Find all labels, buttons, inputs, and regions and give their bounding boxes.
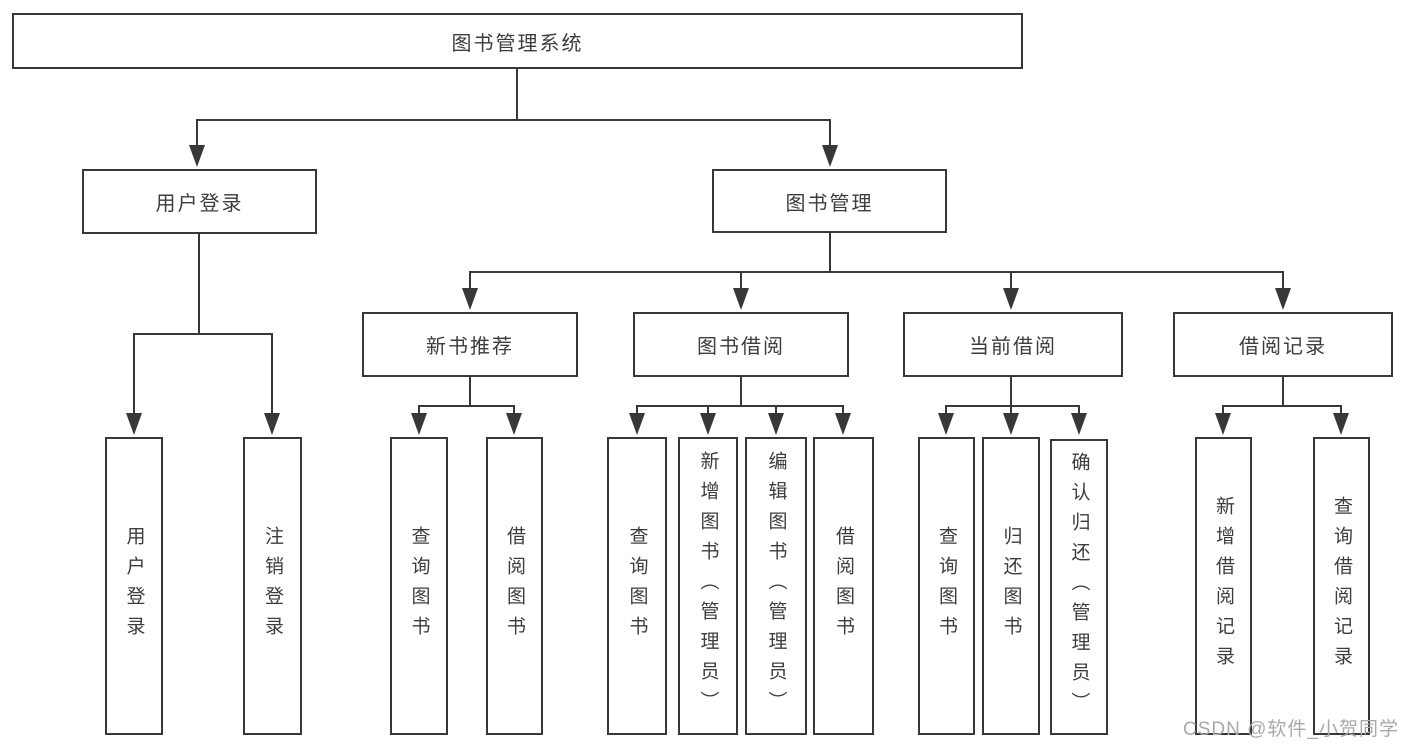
arrow-down-icon	[126, 413, 142, 435]
arrow-down-icon	[700, 413, 716, 435]
leaf-query-books-current: 查询图书	[918, 437, 975, 735]
connector-line	[418, 405, 420, 417]
connector-line	[1222, 405, 1224, 417]
leaf-return-books: 归还图书	[982, 437, 1040, 735]
connector-line	[1010, 405, 1012, 417]
leaf-query-books-recommend: 查询图书	[390, 437, 448, 735]
connector-line	[469, 271, 1283, 273]
arrow-down-icon	[733, 288, 749, 310]
node-label: 查询图书	[626, 526, 648, 646]
connector-line	[636, 405, 638, 417]
connector-line	[636, 405, 844, 407]
arrow-down-icon	[264, 413, 280, 435]
connector-line	[1340, 405, 1342, 417]
arrow-down-icon	[1333, 413, 1349, 435]
node-label: 新书推荐	[426, 336, 514, 358]
connector-line	[775, 405, 777, 417]
connector-line	[740, 377, 742, 407]
node-user-login: 用户登录	[82, 169, 317, 234]
connector-line	[1282, 377, 1284, 407]
leaf-query-books-borrow: 查询图书	[607, 437, 667, 735]
connector-line	[842, 405, 844, 417]
node-book-borrowing: 图书借阅	[633, 312, 849, 377]
connector-line	[516, 69, 518, 121]
node-label: 当前借阅	[969, 336, 1057, 358]
leaf-query-borrow-record: 查询借阅记录	[1313, 437, 1370, 735]
csdn-watermark: CSDN @软件_小贺同学	[1183, 719, 1399, 740]
connector-line	[740, 271, 742, 291]
arrow-down-icon	[1003, 413, 1019, 435]
node-label: 查询借阅记录	[1331, 496, 1352, 676]
leaf-borrow-books-borrow: 借阅图书	[813, 437, 874, 735]
node-label: 图书管理系统	[451, 32, 584, 55]
node-book-management: 图书管理	[712, 169, 947, 233]
node-new-book-recommendation: 新书推荐	[362, 312, 578, 377]
leaf-edit-book-admin: 编辑图书（管理员）	[745, 437, 807, 735]
connector-line	[133, 333, 273, 335]
node-label: 注销登录	[262, 526, 283, 646]
arrow-down-icon	[462, 288, 478, 310]
connector-line	[469, 377, 471, 407]
arrow-down-icon	[189, 145, 205, 167]
leaf-add-borrow-record: 新增借阅记录	[1195, 437, 1252, 735]
arrow-down-icon	[822, 145, 838, 167]
arrow-down-icon	[506, 413, 522, 435]
leaf-add-book-admin: 新增图书（管理员）	[678, 437, 738, 735]
leaf-user-login: 用户登录	[105, 437, 163, 735]
connector-line	[133, 333, 135, 417]
node-label: 用户登录	[123, 526, 145, 646]
leaf-logout: 注销登录	[243, 437, 302, 735]
node-label: 查询图书	[936, 526, 957, 646]
connector-line	[469, 271, 471, 291]
connector-line	[1010, 271, 1012, 291]
node-borrowing-records: 借阅记录	[1173, 312, 1393, 377]
arrow-down-icon	[938, 413, 954, 435]
node-current-borrowing: 当前借阅	[903, 312, 1123, 377]
connector-line	[1282, 271, 1284, 291]
arrow-down-icon	[411, 413, 427, 435]
arrow-down-icon	[1003, 288, 1019, 310]
connector-line	[513, 405, 515, 417]
node-label: 新增图书（管理员）	[697, 451, 719, 721]
arrow-down-icon	[1275, 288, 1291, 310]
node-label: 归还图书	[1000, 526, 1022, 646]
node-label: 编辑图书（管理员）	[765, 451, 787, 721]
node-label: 新增借阅记录	[1213, 496, 1234, 676]
connector-line	[271, 333, 273, 417]
node-label: 借阅图书	[833, 526, 854, 646]
connector-line	[829, 233, 831, 273]
connector-line	[1010, 377, 1012, 407]
arrow-down-icon	[629, 413, 645, 435]
connector-line	[707, 405, 709, 417]
arrow-down-icon	[768, 413, 784, 435]
connector-line	[945, 405, 947, 417]
node-label: 借阅图书	[504, 526, 525, 646]
node-label: 用户登录	[155, 193, 244, 215]
node-library-management-system: 图书管理系统	[12, 13, 1023, 69]
arrow-down-icon	[1071, 413, 1087, 435]
leaf-borrow-books-recommend: 借阅图书	[486, 437, 543, 735]
node-label: 借阅记录	[1239, 336, 1327, 358]
arrow-down-icon	[1215, 413, 1231, 435]
connector-line	[1078, 405, 1080, 417]
connector-line	[196, 119, 831, 121]
connector-line	[198, 234, 200, 335]
node-label: 图书管理	[785, 192, 874, 215]
leaf-confirm-return-admin: 确认归还（管理员）	[1050, 439, 1108, 735]
connector-line	[418, 405, 515, 407]
connector-line	[1222, 405, 1342, 407]
connector-line	[829, 119, 831, 149]
connector-line	[196, 119, 198, 149]
node-label: 查询图书	[408, 526, 430, 646]
node-label: 确认归还（管理员）	[1068, 452, 1090, 722]
node-label: 图书借阅	[697, 336, 785, 358]
connector-line	[945, 405, 1080, 407]
arrow-down-icon	[835, 413, 851, 435]
